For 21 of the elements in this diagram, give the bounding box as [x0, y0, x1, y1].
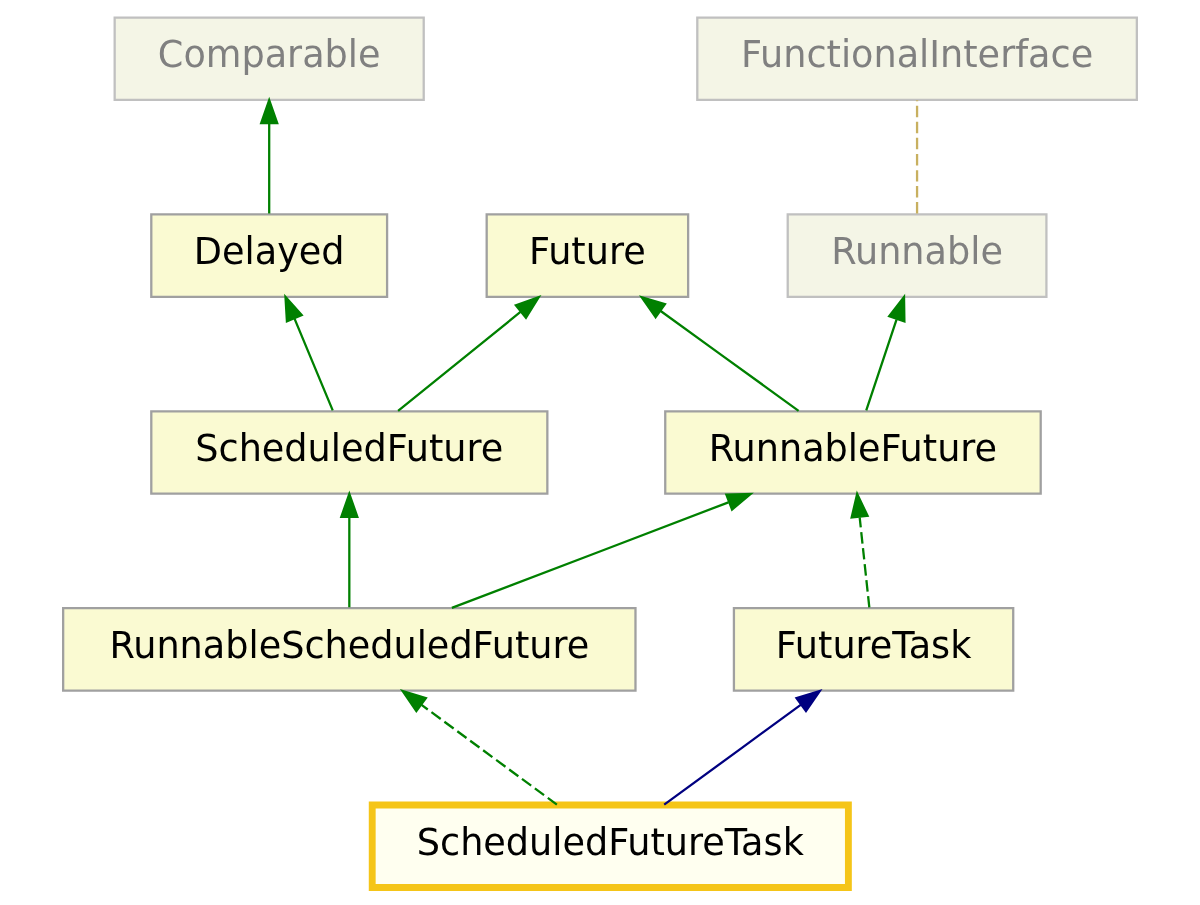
arrow — [451, 492, 754, 609]
node-box: Runnable — [786, 213, 1048, 298]
arrow — [663, 688, 823, 806]
arrow — [638, 295, 800, 412]
node-box: ScheduledFutureTask — [368, 801, 852, 891]
arrow — [865, 293, 906, 411]
node-box: ScheduledFuture — [150, 410, 549, 495]
node-box: FutureTask — [732, 607, 1015, 692]
node-box: RunnableFuture — [664, 410, 1042, 495]
node-box: Future — [485, 213, 690, 298]
arrow — [339, 490, 359, 608]
arrow — [397, 295, 542, 412]
node-box: RunnableScheduledFuture — [62, 607, 637, 692]
arrow — [259, 96, 279, 214]
connector — [915, 100, 919, 214]
arrow — [399, 688, 558, 806]
node-box: Delayed — [150, 213, 389, 298]
node-box: FunctionalInterface — [696, 16, 1138, 102]
arrow — [284, 293, 334, 411]
arrow — [850, 490, 871, 608]
node-box: Comparable — [113, 16, 425, 102]
